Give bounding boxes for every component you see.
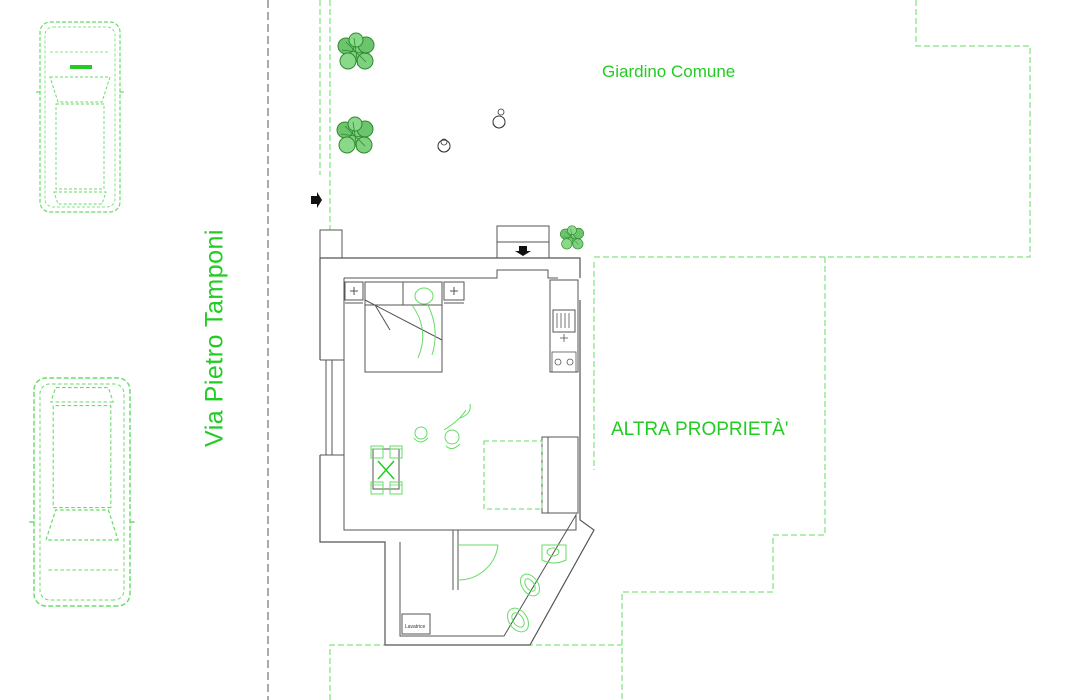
tree-icon [337, 32, 375, 70]
entry-arrow-icon [515, 246, 531, 256]
sink-icon [541, 544, 567, 564]
person-icon [413, 426, 429, 443]
common-garden-label: Giardino Comune [602, 62, 736, 81]
person-icon [437, 138, 451, 153]
apartment-inner-wall [343, 269, 577, 637]
apartment-outer-wall [319, 257, 595, 646]
person-icon [492, 108, 506, 129]
washing-machine [401, 613, 431, 635]
bed-icon [364, 281, 443, 373]
tree-icon [336, 116, 374, 154]
lower-boundary [329, 644, 622, 700]
tree-icon [559, 225, 585, 250]
sofa-icon [541, 436, 579, 514]
nightstand [344, 281, 465, 304]
kitchen-counter [549, 279, 579, 373]
street-label: Via Pietro Tamponi [200, 229, 229, 447]
person-icon [411, 287, 436, 359]
person-icon [443, 403, 471, 450]
bidet-icon [519, 573, 541, 597]
other-property-boundary [593, 257, 826, 700]
rug [483, 440, 543, 510]
entry-arrow-icon [311, 192, 322, 208]
other-property-label: ALTRA PROPRIETÀ' [611, 419, 789, 440]
gate-post [319, 229, 343, 259]
sink-icon [556, 313, 570, 342]
dining-table-icon [370, 445, 403, 495]
car-icon [35, 21, 125, 213]
car-icon [28, 377, 136, 607]
stove-icon [551, 351, 577, 373]
garden-boundary [594, 0, 1031, 258]
bathroom-partition [452, 530, 459, 590]
shower-icon [457, 544, 499, 581]
laundry-label: Lavatrice [405, 624, 426, 630]
window [320, 359, 344, 456]
toilet-icon [507, 607, 529, 633]
